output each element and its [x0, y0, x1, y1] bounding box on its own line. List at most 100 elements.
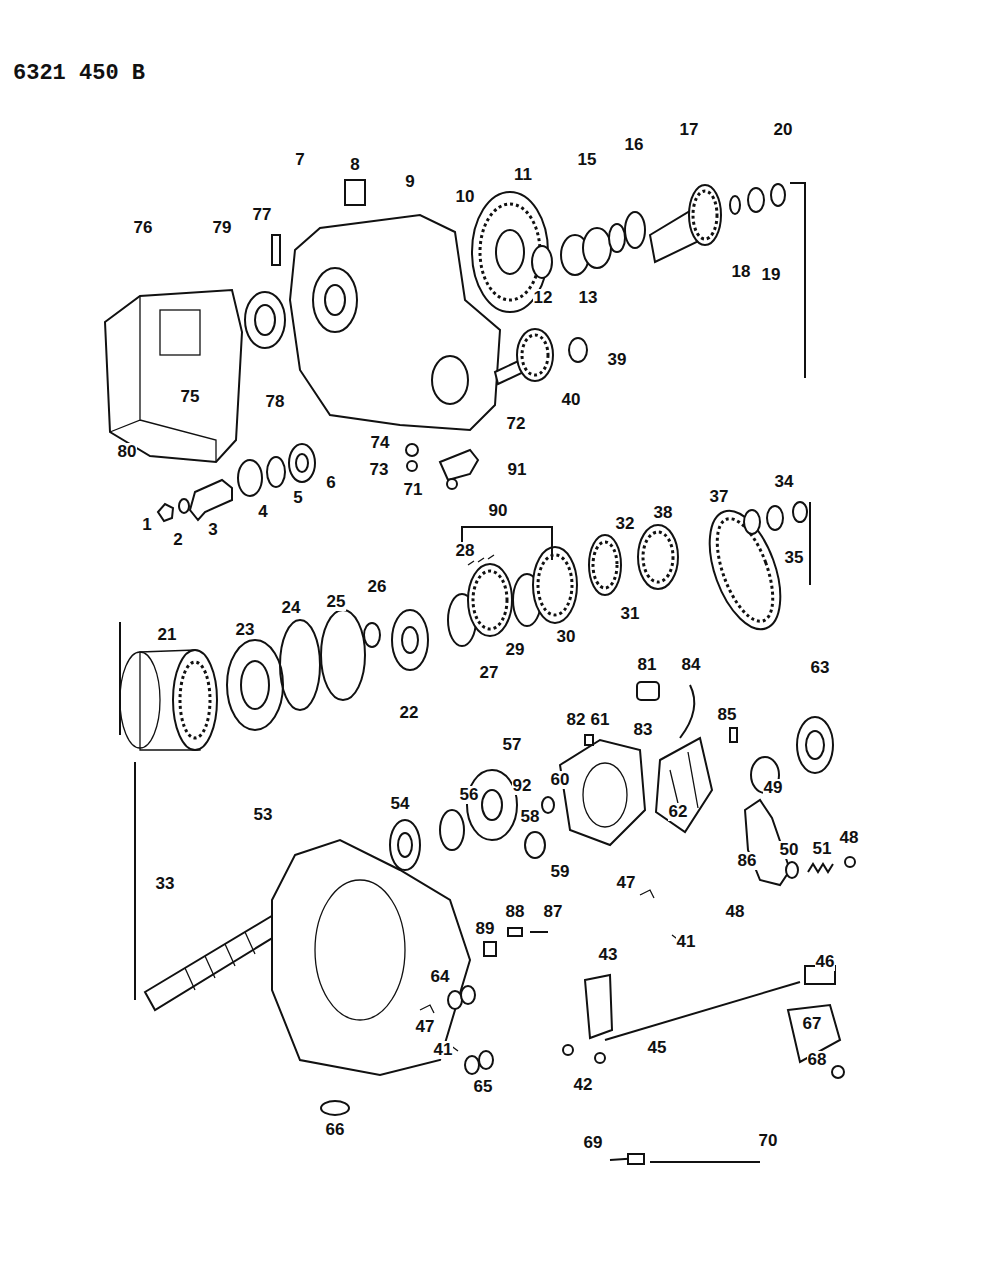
rear-case [479, 1051, 493, 1069]
callout-number: 92 [512, 777, 533, 795]
range-parts [643, 532, 673, 582]
adapter-case [432, 356, 468, 404]
callout-number: 48 [725, 903, 746, 921]
diagram-code: 6321 450 B [12, 62, 146, 86]
bracket [407, 461, 417, 471]
callout-number: 24 [281, 599, 302, 617]
yoke-parts [238, 460, 262, 496]
callout-number: 90 [488, 502, 509, 520]
front-case [105, 290, 242, 462]
adapter-case [345, 180, 365, 205]
callout-number: 38 [653, 504, 674, 522]
callout-number: 33 [155, 875, 176, 893]
callout-number: 87 [543, 903, 564, 921]
callout-number: 64 [430, 968, 451, 986]
callout-number: 60 [550, 771, 571, 789]
yoke-parts [179, 499, 189, 513]
callout-number: 8 [349, 156, 360, 174]
range-parts [280, 620, 320, 710]
callout-number: 70 [758, 1132, 779, 1150]
callout-number: 42 [573, 1076, 594, 1094]
range-parts [468, 564, 512, 636]
rear-case [508, 928, 522, 936]
rear-case [530, 931, 548, 933]
callout-number: 22 [399, 704, 420, 722]
range-parts [793, 502, 807, 522]
adapter-case [313, 268, 357, 332]
shift-parts [832, 1066, 844, 1078]
shift-parts [585, 975, 612, 1038]
callout-number: 28 [455, 542, 476, 560]
callout-number: 6 [325, 474, 336, 492]
callout-number: 10 [455, 188, 476, 206]
callout-number: 51 [812, 840, 833, 858]
rear-case [315, 880, 405, 1020]
callout-number: 47 [616, 874, 637, 892]
drive-gear [532, 246, 552, 278]
drive-gear [689, 185, 721, 245]
callout-number: 9 [404, 173, 415, 191]
callout-number: 4 [257, 503, 268, 521]
range-parts [173, 650, 217, 750]
range-parts [767, 506, 783, 530]
callout-number: 79 [212, 219, 233, 237]
callout-number: 20 [773, 121, 794, 139]
callout-number: 82 [566, 711, 587, 729]
drive-gear [583, 228, 611, 268]
yoke-parts [296, 454, 308, 472]
adapter-case [245, 180, 500, 430]
drive-gear [730, 196, 740, 214]
callout-number: 59 [550, 863, 571, 881]
callout-number: 58 [520, 808, 541, 826]
callout-number: 57 [502, 736, 523, 754]
range-parts [120, 652, 160, 748]
callout-number: 88 [505, 903, 526, 921]
range-parts [538, 555, 572, 615]
range-parts [744, 510, 760, 534]
range-parts [402, 627, 418, 653]
callout-number: 15 [577, 151, 598, 169]
rear-case [321, 1101, 349, 1115]
rear-case [482, 790, 502, 820]
callout-number: 23 [235, 621, 256, 639]
callout-number: 2 [172, 531, 183, 549]
front-case [105, 290, 242, 462]
callout-number: 75 [180, 388, 201, 406]
shift-parts [420, 890, 654, 1013]
yoke-parts [289, 444, 315, 482]
shift-parts [605, 982, 800, 1040]
range-parts [638, 525, 678, 589]
callout-number: 17 [679, 121, 700, 139]
callout-number: 12 [533, 289, 554, 307]
callout-number: 26 [367, 578, 388, 596]
extension-housing [585, 735, 593, 745]
drive-gear [480, 204, 540, 300]
callout-number: 21 [157, 626, 178, 644]
range-parts [120, 501, 807, 750]
drive-gear [472, 184, 785, 312]
callout-number: 27 [479, 664, 500, 682]
range-parts [533, 547, 577, 623]
callout-number: 61 [590, 711, 611, 729]
callout-number: 37 [709, 488, 730, 506]
callout-number: 48 [839, 829, 860, 847]
input-gear [517, 329, 553, 381]
front-case [110, 296, 216, 462]
callout-number: 40 [561, 391, 582, 409]
range-parts [593, 542, 617, 588]
callout-number: 3 [207, 521, 218, 539]
callout-number: 71 [403, 481, 424, 499]
callout-number: 43 [598, 946, 619, 964]
callout-number: 49 [763, 779, 784, 797]
section-frame [119, 622, 121, 735]
callout-number: 73 [369, 461, 390, 479]
adapter-case [272, 235, 280, 265]
callout-number: 13 [578, 289, 599, 307]
section-frame [790, 183, 805, 378]
rear-case [398, 833, 412, 857]
extension-housing [730, 728, 737, 742]
adapter-case [245, 292, 285, 348]
drive-gear [496, 230, 524, 274]
callout-number: 16 [624, 136, 645, 154]
range-parts [589, 535, 621, 595]
